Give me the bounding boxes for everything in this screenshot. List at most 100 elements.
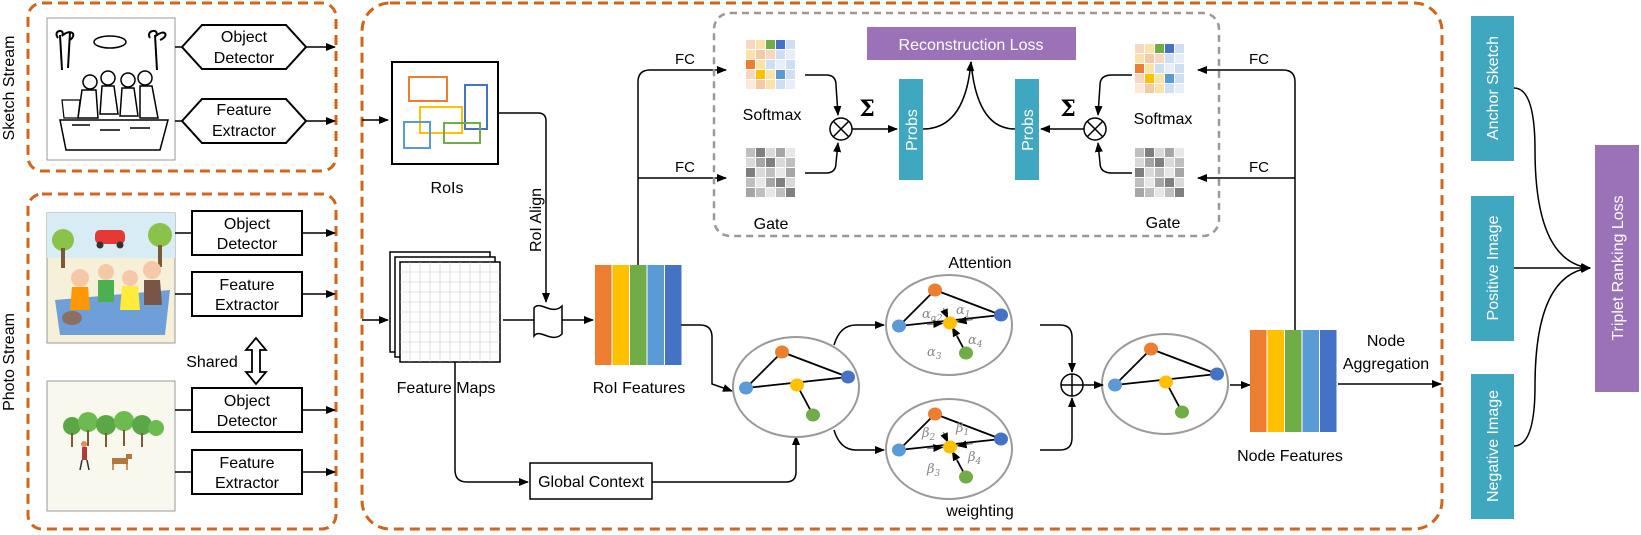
matrix-cell [1175,168,1184,177]
roi-features-label: RoI Features [593,380,685,397]
node-aggregation-label-2: Aggregation [1343,356,1429,373]
matrix-cell [746,168,755,177]
fc-label-right-bottom: FC [1249,159,1269,176]
feature-bar [630,265,647,365]
svg-text:Probs: Probs [904,109,921,151]
gate-label-left: Gate [754,216,789,233]
matrix-cell [1135,54,1144,63]
matrix-cell [1145,84,1154,93]
matrix-cell [1165,74,1174,83]
photo-feature-extractor-1: Feature Extractor [191,271,303,317]
global-context-box: Global Context [529,462,653,500]
graph-node [1175,405,1189,419]
matrix-cell [746,158,755,167]
matrix-cell [786,158,795,167]
graph-node [959,346,973,360]
matrix-cell [1165,158,1174,167]
node-aggregation-label-1: Node [1367,333,1405,350]
matrix-cell [1135,158,1144,167]
svg-text:Detector: Detector [217,236,278,253]
graph-node [806,408,820,422]
matrix-cell [1145,54,1154,63]
matrix-cell [746,40,755,49]
negative-image-box: Negative Image [1471,374,1514,519]
graph-node [790,378,804,392]
matrix-cell [766,148,775,157]
feature-bar [647,265,664,365]
svg-text:Extractor: Extractor [212,123,277,140]
matrix-cell [776,158,785,167]
graph-node [928,283,942,297]
matrix-cell [1175,54,1184,63]
photo-cartoon-thumbnail [46,212,176,344]
matrix-cell [1175,74,1184,83]
matrix-cell [756,178,765,187]
matrix-cell [746,148,755,157]
sketch-thumbnail [46,17,176,161]
graph-node [994,432,1008,446]
matrix-cell [786,60,795,69]
matrix-cell [786,40,795,49]
matrix-cell [766,80,775,89]
matrix-cell [756,60,765,69]
matrix-cell [1145,74,1154,83]
positive-image-box: Positive Image [1471,196,1514,341]
graph-node [994,308,1008,322]
matrix-cell [756,188,765,197]
matrix-cell [1145,178,1154,187]
matrix-cell [1135,178,1144,187]
svg-text:Anchor Sketch: Anchor Sketch [1485,36,1502,140]
matrix-cell [1175,188,1184,197]
matrix-cell [766,50,775,59]
matrix-cell [1165,44,1174,53]
softmax-matrix-right [1135,44,1184,93]
softmax-matrix-left [746,40,795,89]
matrix-cell [746,188,755,197]
gate-label-right: Gate [1146,215,1181,232]
anchor-sketch-box: Anchor Sketch [1471,16,1514,161]
svg-text:Detector: Detector [217,413,278,430]
matrix-cell [1145,148,1154,157]
matrix-cell [786,148,795,157]
matrix-cell [776,178,785,187]
matrix-cell [746,70,755,79]
svg-text:Object: Object [221,29,268,46]
matrix-cell [1175,158,1184,167]
svg-text:Extractor: Extractor [215,297,280,314]
roi-align-label: RoI Align [528,188,545,252]
gate-matrix-left [746,148,795,197]
fc-label-left-top: FC [675,51,695,68]
svg-text:Feature: Feature [219,277,274,294]
matrix-cell [1155,84,1164,93]
matrix-cell [786,80,795,89]
feature-bar [1302,330,1319,432]
matrix-cell [766,158,775,167]
matrix-cell [1155,44,1164,53]
matrix-cell [746,80,755,89]
svg-text:Positive Image: Positive Image [1485,215,1502,320]
matrix-cell [756,40,765,49]
graph-node [1159,375,1173,389]
matrix-cell [786,178,795,187]
matrix-cell [786,50,795,59]
softmax-label-left: Softmax [743,107,802,124]
matrix-cell [776,188,785,197]
matrix-cell [756,148,765,157]
sketch-feature-extractor: Feature Extractor [180,98,308,144]
main-pipeline-box [360,1,1444,531]
matrix-cell [1155,168,1164,177]
fc-label-left-bottom: FC [675,159,695,176]
feature-maps-stack [389,251,501,363]
feature-bar [595,265,612,365]
matrix-cell [1135,74,1144,83]
photo-feature-extractor-2: Feature Extractor [191,449,303,495]
graph-output [1101,333,1229,435]
matrix-cell [756,80,765,89]
multiply-node-left [829,117,853,141]
svg-text:Reconstruction Loss: Reconstruction Loss [899,37,1044,54]
svg-text:Extractor: Extractor [215,475,280,492]
graph-node [892,443,906,457]
matrix-cell [1155,64,1164,73]
photo-object-detector-1: Object Detector [191,210,303,256]
